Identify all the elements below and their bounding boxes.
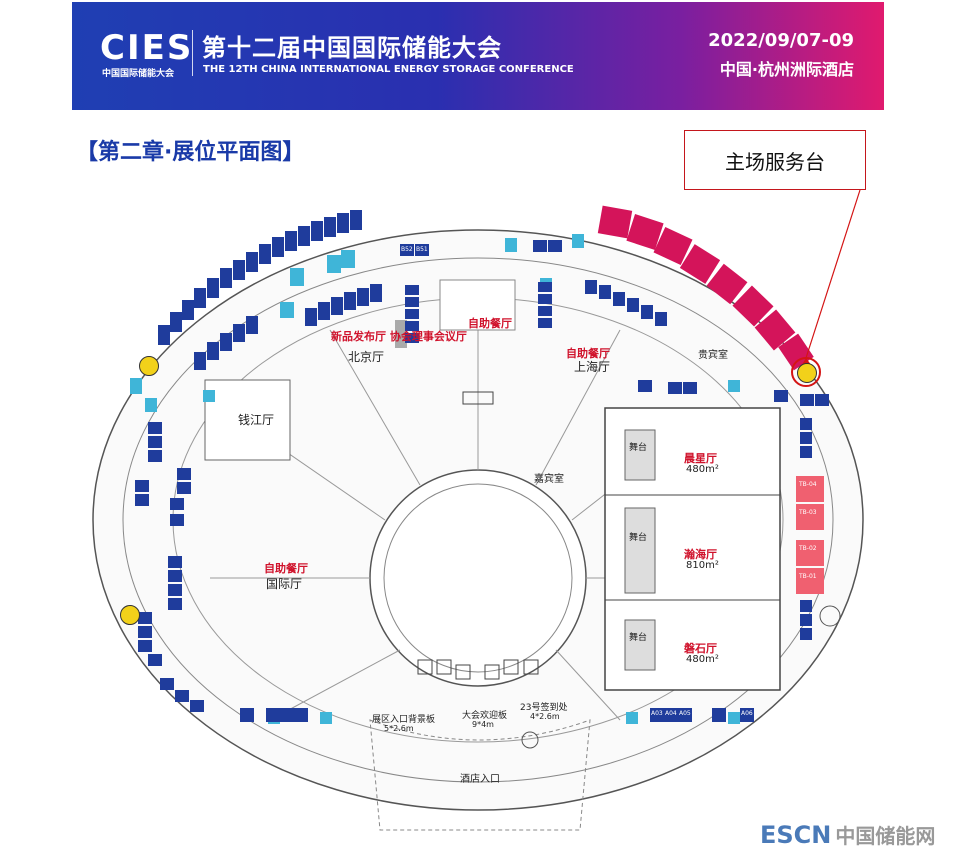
hanhai-hall-label: 瀚海厅: [684, 548, 717, 561]
booth-tb01[interactable]: TB-01: [799, 573, 817, 580]
panshi-hall-area: 480m²: [686, 654, 719, 665]
lounge-label: 嘉宾室: [534, 474, 564, 485]
panshi-hall-label: 磐石厅: [684, 642, 717, 655]
escn-brand-cn: 中国储能网: [835, 824, 936, 848]
light-blue-booths: [130, 234, 740, 724]
stage-hanhai: [624, 507, 656, 594]
conference-venue: 中国·杭州洲际酒店: [719, 60, 854, 79]
b-series-booths: [400, 240, 829, 640]
conference-title-cn: 第十二届中国国际储能大会: [202, 34, 502, 62]
conference-banner: CIES 中国国际储能大会 第十二届中国国际储能大会 THE 12TH CHIN…: [72, 2, 884, 110]
outer-ring: [122, 257, 834, 783]
top-buffet-area: [439, 279, 516, 331]
c-series-booths: [158, 210, 382, 370]
d-series-booths: [135, 422, 308, 722]
booth-b52[interactable]: B52: [401, 246, 413, 253]
stage-panshi: [624, 619, 656, 671]
booth-tb02[interactable]: TB-02: [799, 545, 817, 552]
booth-tb03[interactable]: TB-03: [799, 509, 817, 516]
shanghai-hall-label: 上海厅: [574, 360, 611, 374]
ta-salmon-booths: [796, 476, 824, 594]
stage-chenxing: [624, 429, 656, 481]
intl-buffet-label: 自助餐厅: [264, 562, 308, 575]
banner-divider: [192, 30, 193, 76]
chenxing-hall-area: 480m²: [686, 464, 719, 475]
top-buffet-label: 自助餐厅: [468, 317, 512, 330]
vip-room-label: 贵宾室: [698, 350, 728, 361]
booth-tb04[interactable]: TB-04: [799, 481, 817, 488]
a-series-booths: [650, 708, 754, 722]
central-rotunda: [369, 469, 587, 687]
conference-date: 2022/09/07-09: [708, 30, 854, 51]
right-column: [819, 605, 841, 627]
entrance-column: [521, 731, 539, 749]
conference-title-en: THE 12TH CHINA INTERNATIONAL ENERGY STOR…: [203, 64, 574, 75]
cies-logo: CIES: [100, 28, 194, 68]
stage-label-panshi: 舞台: [629, 633, 648, 643]
chenxing-hall-label: 晨星厅: [684, 452, 717, 465]
booth-a05[interactable]: A05: [679, 710, 691, 717]
info-marker-1: [139, 356, 159, 376]
chapter-title: 【第二章·展位平面图】: [76, 140, 305, 165]
central-furniture: [417, 391, 539, 680]
callout-pointer: [805, 189, 861, 359]
service-desk-callout: 主场服务台: [684, 130, 866, 190]
beijing-hall-label: 北京厅: [348, 350, 385, 364]
shanghai-buffet-label: 自助餐厅: [566, 347, 610, 360]
stage-label-hanhai: 舞台: [629, 533, 648, 543]
booth-a03[interactable]: A03: [651, 710, 663, 717]
qianjiang-hall-label: 钱江厅: [238, 413, 275, 427]
booth-a06[interactable]: A06: [741, 710, 753, 717]
hotel-entrance-label: 酒店入口: [460, 774, 500, 785]
international-hall-label: 国际厅: [266, 577, 303, 591]
signin-label: 23号签到处: [520, 703, 568, 713]
expo-entry-board-label: 展区入口背景板: [372, 715, 436, 725]
stage-label-chenxing: 舞台: [629, 443, 648, 453]
cies-logo-subtitle: 中国国际储能大会: [102, 69, 175, 79]
booth-a04[interactable]: A04: [665, 710, 677, 717]
beijing-hall-note: 新品发布厅 协会理事会议厅: [331, 330, 467, 343]
info-marker-2: [120, 605, 140, 625]
rotunda-inner: [383, 483, 573, 673]
welcome-board-label: 大会欢迎板: [462, 711, 508, 721]
beijing-stage: [395, 320, 407, 348]
signin-size: 4*2.6m: [530, 712, 560, 721]
expo-entry-board-size: 5*2.6m: [384, 724, 414, 733]
booth-b51[interactable]: B51: [416, 246, 428, 253]
qianjiang-hall-box: [204, 379, 291, 461]
hotel-entrance-area: [369, 719, 591, 831]
welcome-board-size: 9*4m: [472, 720, 494, 729]
escn-brand: ESCN: [760, 821, 832, 849]
hanhai-hall-area: 810m²: [686, 560, 719, 571]
service-desk-marker[interactable]: [797, 363, 817, 383]
ta-pink-booths: [597, 205, 814, 371]
